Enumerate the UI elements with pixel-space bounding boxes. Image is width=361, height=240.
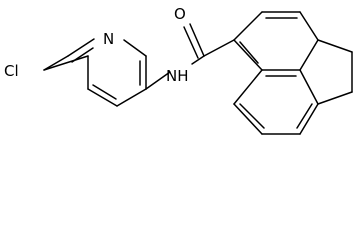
bond-c3-c4 <box>116 88 147 107</box>
amide-nh-label: NH <box>166 67 189 85</box>
bond-carbonyl-ring <box>203 39 235 57</box>
bond-carbonyl-o-double <box>183 26 199 59</box>
pyridine-nitrogen-label: N <box>103 30 114 48</box>
bond-b3-a7 <box>299 103 319 135</box>
bond-b1-b2-inner <box>239 103 265 129</box>
bond-c2-nh <box>145 71 171 90</box>
bond-a5-a7 <box>299 69 319 105</box>
bond-nh-carbonyl <box>191 55 205 65</box>
bond-a4-a5 <box>299 39 319 71</box>
carbonyl-oxygen-label: O <box>174 5 186 23</box>
bond-c4-c5-inner <box>92 84 117 100</box>
bond-ch2b-a7 <box>317 91 353 105</box>
bond-carbonyl-o <box>189 23 205 57</box>
chlorine-atom-label: Cl <box>4 62 19 80</box>
chemical-structure-diagram: Cl N NH O <box>3 5 353 135</box>
bond-c5-c6 <box>43 55 69 71</box>
acenaphthene-lower-ring <box>233 69 319 135</box>
bond-a6-a1-inner <box>239 41 259 64</box>
bond-b3-a7-inner <box>296 103 313 129</box>
amide-linkage <box>145 23 235 90</box>
bond-a6-a1 <box>233 39 263 71</box>
cl-label-bg <box>3 62 29 80</box>
bond-n1-c2 <box>123 39 147 57</box>
acenaphthene-ethylene-bridge <box>299 39 353 105</box>
pyridine-ring <box>43 38 147 107</box>
bond-b1-b2 <box>233 103 263 135</box>
bond-c4-c5 <box>87 88 118 107</box>
bond-a1-a2 <box>233 11 263 41</box>
bond-a4-ch2a <box>317 39 353 53</box>
bond-a6-b1 <box>233 69 263 105</box>
acenaphthene-upper-ring <box>233 11 319 71</box>
bond-a3-a4 <box>299 11 319 41</box>
bond-c6-n1 <box>67 38 95 57</box>
bond-c-cl <box>43 55 89 71</box>
